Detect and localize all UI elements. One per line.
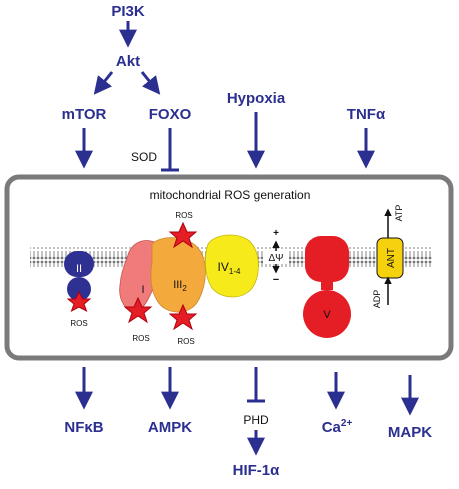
mito-title: mitochondrial ROS generation — [150, 188, 311, 202]
arrow-akt-mtor — [93, 71, 114, 95]
pi3k-label: PI3K — [111, 3, 145, 20]
complex-i-label: I — [141, 284, 144, 296]
adp-label: ADP — [372, 290, 382, 309]
plus-sign: + — [273, 228, 279, 239]
ant-label: ANT — [386, 248, 397, 268]
foxo-label: FOXO — [149, 106, 192, 123]
phd-label: PHD — [243, 413, 269, 427]
tnfa-label: TNFα — [347, 106, 386, 123]
ros-star-i — [123, 296, 153, 324]
hif1a-label: HIF-1α — [233, 462, 281, 479]
complex-iv-label: IV1-4 — [218, 260, 241, 276]
delta-psi-bg — [263, 251, 289, 264]
complex-ii-label: II — [76, 263, 82, 275]
arrow-akt-foxo — [140, 71, 161, 95]
ampk-label: AMPK — [148, 419, 192, 436]
ros-label-iii-top: ROS — [175, 211, 192, 220]
akt-label: Akt — [116, 53, 140, 70]
ros-label-ii: ROS — [70, 319, 87, 328]
ca2-label: Ca2+ — [322, 418, 353, 436]
complex-iii-label: III2 — [173, 279, 187, 293]
atp-label: ATP — [394, 205, 404, 222]
ros-star-iii-bottom — [168, 303, 198, 331]
ros-label-i: ROS — [132, 334, 149, 343]
ros-label-iii-bottom: ROS — [177, 337, 194, 346]
minus-sign: − — [273, 274, 279, 286]
complex-iii2 — [150, 237, 206, 313]
delta-psi-label: ΔΨ — [268, 253, 283, 264]
nfkb-label: NFκB — [64, 419, 103, 436]
complex-v: V — [303, 236, 351, 338]
hypoxia-label: Hypoxia — [227, 90, 286, 107]
ros-star-iii-top — [168, 221, 198, 249]
mtor-label: mTOR — [62, 106, 107, 123]
complex-ii: II — [64, 251, 94, 301]
complex-v-label: V — [323, 309, 331, 321]
sod-label: SOD — [131, 150, 157, 164]
mapk-label: MAPK — [388, 424, 432, 441]
complex-iv — [204, 234, 259, 298]
ros-star-ii — [66, 290, 92, 313]
